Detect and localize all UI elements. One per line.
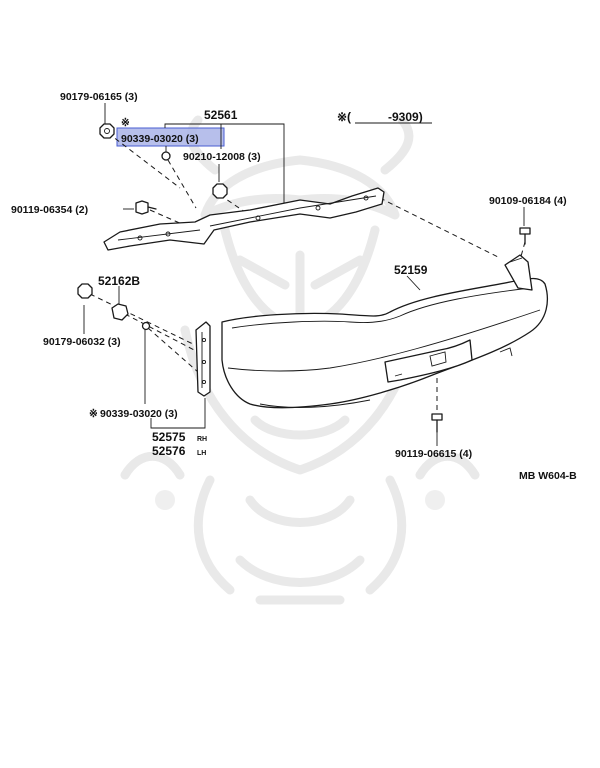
fastener-nut-90179-06032 [77,283,93,299]
part-label-90109-06184[interactable]: 90109-06184 (4) [489,195,567,207]
fastener-clip-52162b [111,303,129,321]
part-label-52561[interactable]: 52561 [204,108,238,122]
highlight-box [116,127,225,147]
part-label-90339-03020-lower[interactable]: 90339-03020 (3) [100,408,178,420]
part-label-52575[interactable]: 52575 [152,430,186,444]
fastener-clip-90339-03020-upper [161,151,171,161]
label-leaders [83,103,525,446]
side-retainer-52575-52576 [195,321,211,397]
part-label-90119-06354[interactable]: 90119-06354 (2) [11,204,88,216]
part-label-52576-suffix: LH [197,450,206,457]
fastener-bolt-90119-06354 [135,200,157,215]
diagram-code: MB W604-B [519,470,577,482]
watermark-mask-icon [120,115,480,605]
upper-bracket-52561 [103,187,385,251]
mark-90339-03020-upper: ※ [121,117,130,129]
part-label-90339-03020-highlighted[interactable]: 90339-03020 (3) [121,133,199,145]
part-label-90210-12008[interactable]: 90210-12008 (3) [183,151,261,163]
fastener-nut-90179-06165 [99,123,115,139]
part-label-52159[interactable]: 52159 [394,263,428,277]
part-label-52575-suffix: RH [197,436,207,443]
part-label-90179-06032[interactable]: 90179-06032 (3) [43,336,121,348]
fastener-bolt-90119-06615 [431,413,443,433]
part-label-52576[interactable]: 52576 [152,444,186,458]
rear-bumper-52159 [221,254,548,409]
fastener-bolt-90109-06184 [519,227,531,245]
date-note-range: -9309) [388,110,423,124]
mark-90339-03020-lower: ※ [89,408,98,420]
part-label-90179-06165[interactable]: 90179-06165 (3) [60,91,138,103]
date-note-mark: ※( [337,110,351,124]
part-label-90119-06615[interactable]: 90119-06615 (4) [395,448,472,460]
fastener-clip-90339-03020-lower [141,321,151,331]
fastener-nut-90210-12008 [212,183,228,199]
part-label-52162b[interactable]: 52162B [98,274,140,288]
